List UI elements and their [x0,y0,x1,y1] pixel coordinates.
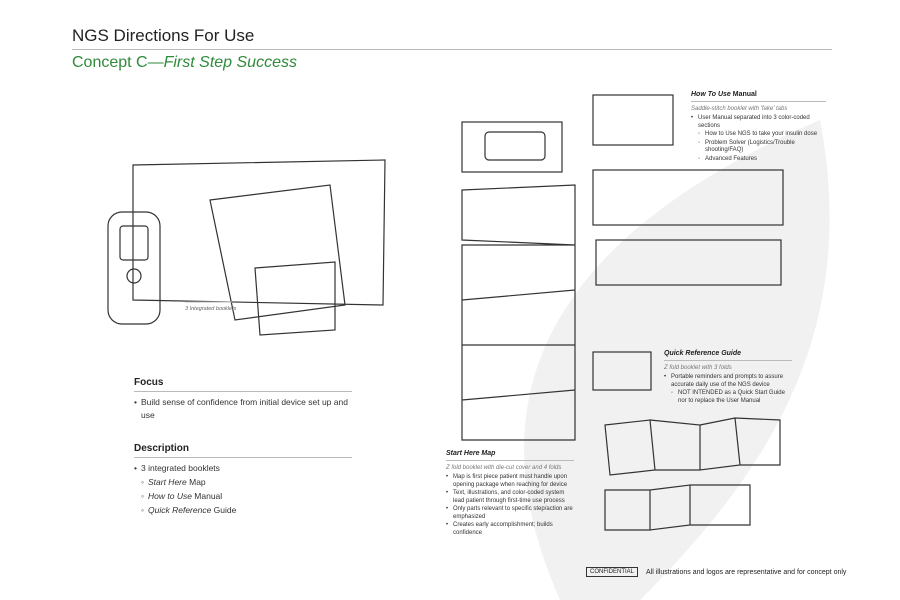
quick-ref-item: Portable reminders and prompts to assure… [664,374,792,389]
concept-title: Concept C—First Step Success [72,54,297,72]
heading-italic: How To Use [691,91,731,98]
start-here-map-sketch [461,121,576,441]
sub-rest: Manual [191,491,223,501]
quick-reference-guide-sketch [592,351,781,531]
footer: CONFIDENTIAL All illustrations and logos… [586,567,846,577]
concept-italic: First Step Success [163,54,297,71]
focus-item: Build sense of confidence from initial d… [134,396,352,422]
description-sub-item: Quick Reference Guide [141,504,352,517]
description-sub-item: How to Use Manual [141,490,352,503]
start-here-item: Only parts relevant to specific step/act… [446,506,574,521]
start-here-item: Map is first piece patient must handle u… [446,474,574,489]
divider [446,460,574,461]
booklets-sketch [107,159,386,336]
heading-rest: Manual [730,91,757,98]
concept-prefix: Concept C— [72,54,164,71]
footer-note: All illustrations and logos are represen… [646,568,847,576]
divider [664,360,792,361]
how-to-use-manual-sketch [592,94,784,286]
start-here-heading: Start Here Map [446,450,496,457]
description-item: 3 integrated booklets [134,462,352,475]
page-title: NGS Directions For Use [72,26,255,45]
focus-section: Focus Build sense of confidence from ini… [134,377,352,423]
divider [134,391,352,392]
start-here-section: Start Here Map Z fold booklet with die-c… [446,450,574,538]
divider [134,457,352,458]
description-sub-item: Start Here Map [141,476,352,489]
description-section: Description 3 integrated booklets Start … [134,443,352,518]
how-to-use-heading: How To Use Manual [691,91,826,98]
confidential-badge: CONFIDENTIAL [586,567,639,577]
quick-ref-section: Quick Reference Guide Z fold booklet wit… [664,350,792,406]
sub-rest: Guide [211,505,237,515]
sub-italic: Start Here [148,477,187,487]
start-here-item: Text, illustrations, and color-coded sys… [446,490,574,505]
divider [691,101,826,102]
sub-italic: How to Use [148,491,192,501]
how-to-use-item: User Manual separated into 3 color-coded… [691,115,826,130]
start-here-subtitle: Z fold booklet with die-cut cover and 4 … [446,465,562,471]
quick-ref-heading: Quick Reference Guide [664,350,742,357]
how-to-use-section: How To Use Manual Saddle-stitch booklet … [691,91,826,164]
how-to-use-sub-item: Problem Solver (Logistics/Trouble shooti… [698,140,826,155]
booklets-caption: 3 Integrated booklets [185,306,237,312]
focus-heading: Focus [134,377,164,388]
how-to-use-sub-item: How to Use NGS to take your insulin dose [698,131,826,139]
quick-ref-sub-item: NOT INTENDED as a Quick Start Guide nor … [671,390,792,405]
title-divider [72,49,832,50]
description-heading: Description [134,443,190,454]
quick-ref-subtitle: Z fold booklet with 3 folds [664,365,732,371]
start-here-item: Creates early accomplishment; builds con… [446,522,574,537]
how-to-use-subtitle: Saddle-stitch booklet with 'fake' tabs [691,106,788,112]
sub-italic: Quick Reference [148,505,212,515]
how-to-use-sub-item: Advanced Features [698,156,826,164]
sub-rest: Map [186,477,206,487]
